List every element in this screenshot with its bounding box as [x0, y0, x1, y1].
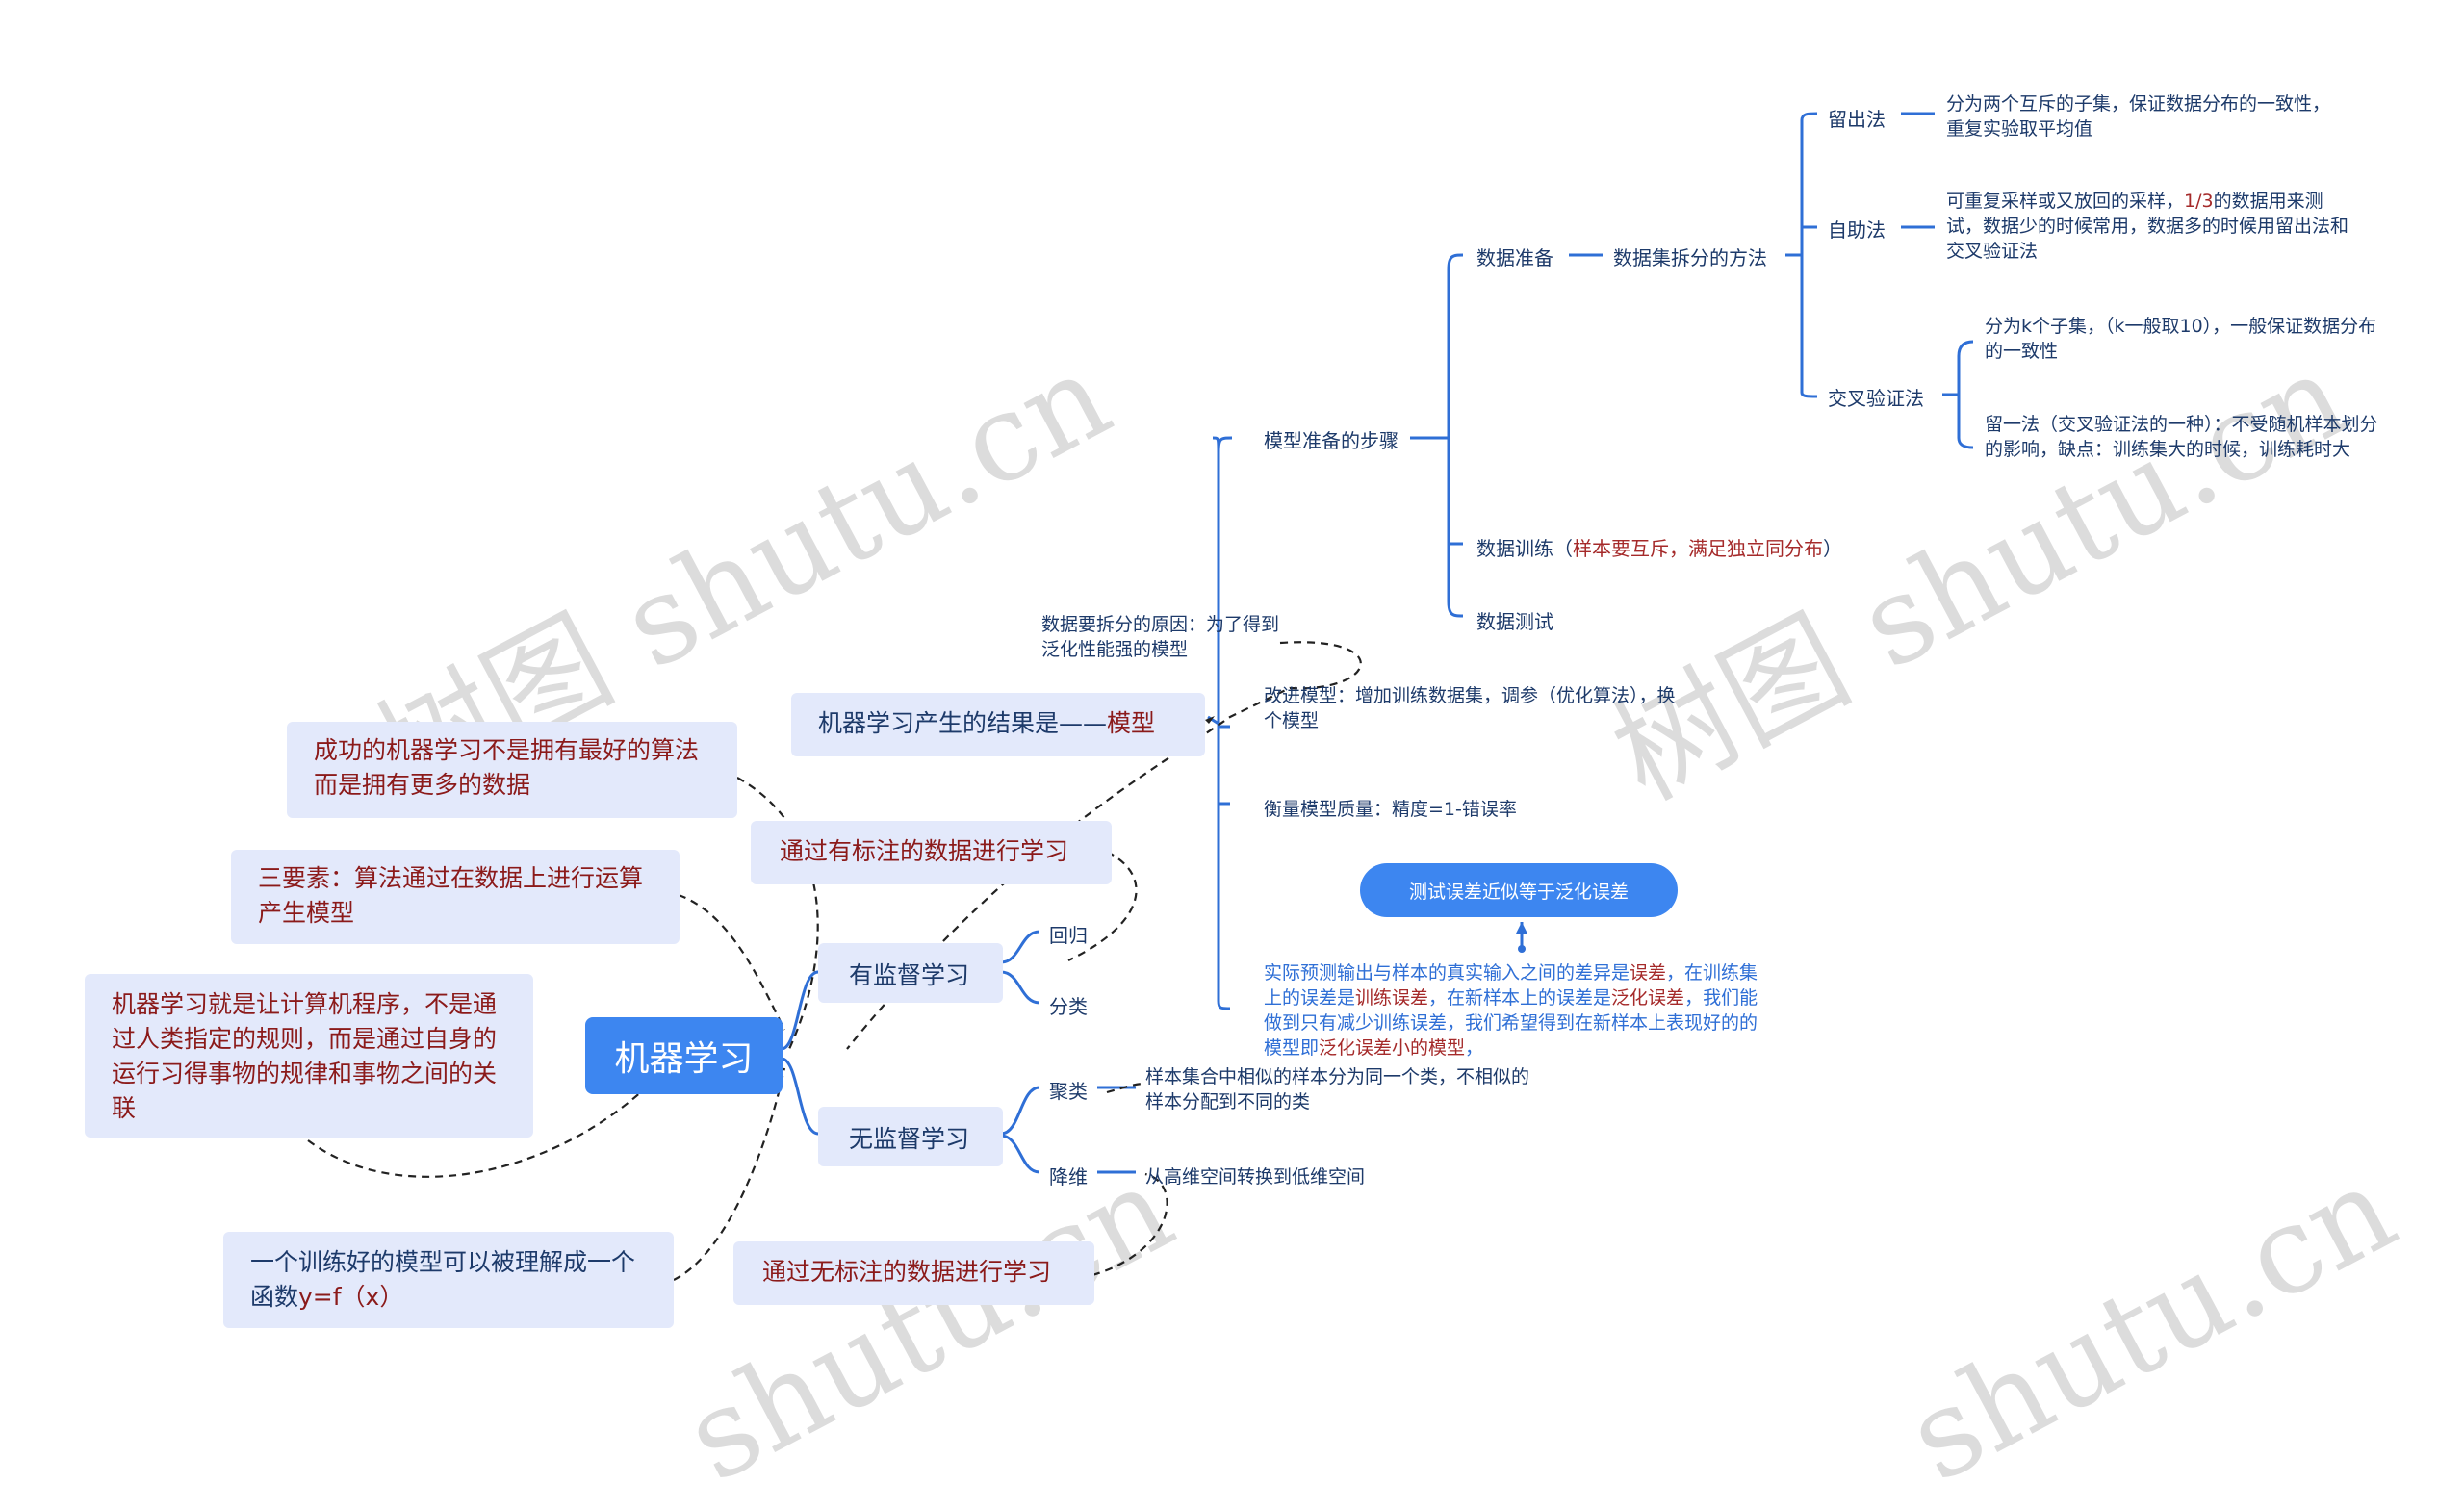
unsupervised-label: 无监督学习 — [849, 1125, 970, 1153]
note-text-a: 一个训练好的模型可以被理解成一个函数 — [250, 1248, 636, 1311]
error-note-p3: ，在新样本上的误差是 — [1428, 987, 1612, 1009]
data-test-label[interactable]: 数据测试 — [1476, 610, 1553, 633]
data-train-text: 数据训练（ — [1476, 537, 1573, 560]
holdout-desc: 分为两个互斥的子集，保证数据分布的一致性，重复实验取平均值 — [1946, 93, 2331, 140]
result-highlight: 模型 — [1107, 709, 1156, 737]
error-note-p1: 实际预测输出与样本的真实输入之间的差异是 — [1264, 962, 1630, 984]
split-methods-label[interactable]: 数据集拆分的方法 — [1613, 246, 1767, 269]
cross-val-item: 分为k个子集，（k一般取10），一般保证数据分布的一致性 — [1985, 316, 2377, 362]
unsupervised-note[interactable]: 通过无标注的数据进行学习 — [733, 1241, 1094, 1305]
unsupervised-node[interactable]: 无监督学习 — [818, 1107, 1003, 1166]
test-error-pill[interactable]: 测试误差近似等于泛化误差 — [1360, 863, 1678, 917]
regression-label[interactable]: 回归 — [1049, 924, 1088, 947]
improve-model: 改进模型：增加训练数据集，调参（优化算法），换个模型 — [1264, 685, 1676, 731]
data-train-tail: ） — [1823, 537, 1842, 560]
error-note-p5: ， — [1465, 1037, 1484, 1059]
bootstrap-desc-c: 的数据用来测试，数据少的时候常用，数据多的时候用留出法和交叉验证法 — [1946, 191, 2349, 262]
bootstrap-desc-a: 可重复采样或又放回的采样， — [1946, 191, 2185, 212]
result-node[interactable]: 机器学习产生的结果是——模型 — [791, 693, 1205, 756]
data-prep-label[interactable]: 数据准备 — [1476, 246, 1553, 269]
note-text-b: y=f（x） — [298, 1283, 404, 1311]
connector-lines — [307, 112, 1974, 1281]
supervised-node[interactable]: 有监督学习 — [818, 943, 1003, 1003]
note-text: 成功的机器学习不是拥有最好的算法而是拥有更多的数据 — [314, 736, 700, 799]
bootstrap-label[interactable]: 自助法 — [1828, 218, 1886, 242]
split-reason: 数据要拆分的原因：为了得到泛化性能强的模型 — [1041, 614, 1280, 660]
data-train-red: 样本要互斥，满足独立同分布 — [1573, 537, 1823, 560]
unsupervised-note-text: 通过无标注的数据进行学习 — [762, 1258, 1052, 1286]
note-definition[interactable]: 机器学习就是让计算机程序，不是通过人类指定的规则，而是通过自身的运行习得事物的规… — [85, 974, 533, 1138]
note-text: 一个训练好的模型可以被理解成一个函数y=f（x） — [250, 1245, 650, 1315]
note-function[interactable]: 一个训练好的模型可以被理解成一个函数y=f（x） — [223, 1232, 674, 1328]
classification-label[interactable]: 分类 — [1049, 995, 1088, 1018]
note-success-data[interactable]: 成功的机器学习不是拥有最好的算法而是拥有更多的数据 — [287, 722, 737, 818]
dim-reduction-label[interactable]: 降维 — [1049, 1165, 1088, 1189]
error-note-h2: 训练误差 — [1355, 987, 1429, 1009]
clustering-label[interactable]: 聚类 — [1049, 1080, 1088, 1103]
error-note-h4: 泛化误差小的模型 — [1319, 1037, 1466, 1059]
note-text: 三要素：算法通过在数据上进行运算产生模型 — [258, 864, 644, 927]
note-three-elements[interactable]: 三要素：算法通过在数据上进行运算产生模型 — [231, 850, 680, 944]
dim-reduction-desc: 从高维空间转换到低维空间 — [1145, 1166, 1366, 1188]
root-label: 机器学习 — [614, 1039, 754, 1079]
measure-quality: 衡量模型质量：精度=1-错误率 — [1264, 799, 1517, 820]
clustering-desc: 样本集合中相似的样本分为同一个类，不相似的样本分配到不同的类 — [1145, 1066, 1530, 1113]
error-note-h1: 误差 — [1630, 962, 1667, 984]
supervised-label: 有监督学习 — [849, 961, 970, 989]
data-train-label[interactable]: 数据训练（样本要互斥，满足独立同分布） — [1476, 533, 1842, 561]
note-text: 机器学习就是让计算机程序，不是通过人类指定的规则，而是通过自身的运行习得事物的规… — [112, 990, 498, 1122]
model-steps-label[interactable]: 模型准备的步骤 — [1264, 429, 1399, 452]
mind-map-canvas: 树图 shutu.cn 树图 shutu.cn shutu.cn shutu.c… — [85, 93, 2416, 1509]
cross-val-label[interactable]: 交叉验证法 — [1828, 387, 1924, 410]
result-text: 机器学习产生的结果是——模型 — [818, 708, 1155, 739]
bootstrap-desc-b: 1/3 — [2184, 191, 2214, 212]
cross-val-item: 留一法（交叉验证法的一种）：不受随机样本划分的影响，缺点：训练集大的时候，训练耗… — [1985, 414, 2378, 460]
error-note-h3: 泛化误差 — [1611, 987, 1685, 1009]
error-note-p4: ，我们能做到只有减少训练误差，我们希望得到在新样本上表现好的的模型即 — [1264, 987, 1758, 1059]
supervised-note-text: 通过有标注的数据进行学习 — [780, 837, 1069, 865]
error-note: 实际预测输出与样本的真实输入之间的差异是误差，在训练集上的误差是训练误差，在新样… — [1264, 960, 1764, 1061]
holdout-label[interactable]: 留出法 — [1828, 108, 1886, 131]
error-note-p2: ，在训练集上的误差是 — [1264, 962, 1758, 1009]
root-node[interactable]: 机器学习 — [585, 1017, 783, 1094]
result-prefix: 机器学习产生的结果是—— — [818, 709, 1108, 737]
bootstrap-desc: 可重复采样或又放回的采样，1/3的数据用来测试，数据少的时候常用，数据多的时候用… — [1946, 189, 2350, 264]
supervised-note[interactable]: 通过有标注的数据进行学习 — [751, 821, 1112, 884]
